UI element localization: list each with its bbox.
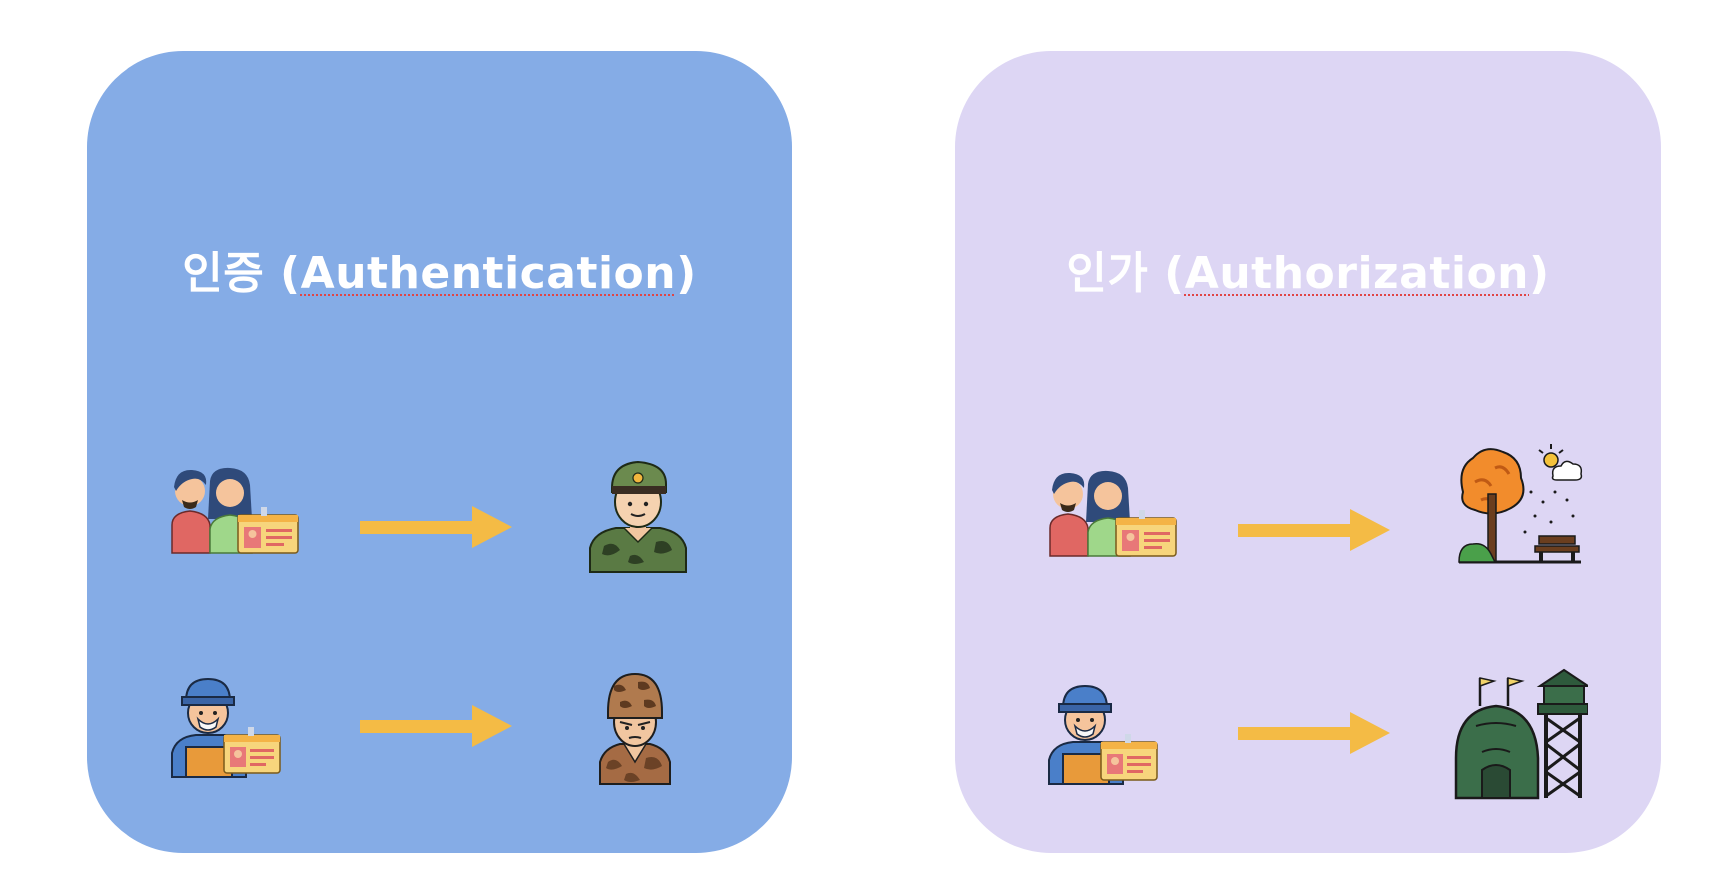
authorization-title: 인가 (Authorization): [1066, 248, 1550, 299]
military-base-watchtower-icon: [1452, 666, 1588, 802]
worker-with-id-card-icon: [1045, 680, 1161, 786]
soldier-helmet-icon: [598, 670, 672, 786]
arrow-icon: [1238, 712, 1390, 758]
arrow-icon: [1238, 509, 1390, 555]
park-tree-bench-icon: [1455, 442, 1585, 566]
arrow-icon: [360, 506, 512, 552]
authentication-title: 인증 (Authentication): [182, 248, 697, 299]
couple-with-id-card-icon: [168, 463, 300, 555]
couple-with-id-card-icon: [1046, 466, 1178, 558]
worker-with-id-card-icon: [168, 673, 284, 779]
arrow-icon: [360, 705, 512, 751]
soldier-beret-icon: [586, 458, 690, 574]
